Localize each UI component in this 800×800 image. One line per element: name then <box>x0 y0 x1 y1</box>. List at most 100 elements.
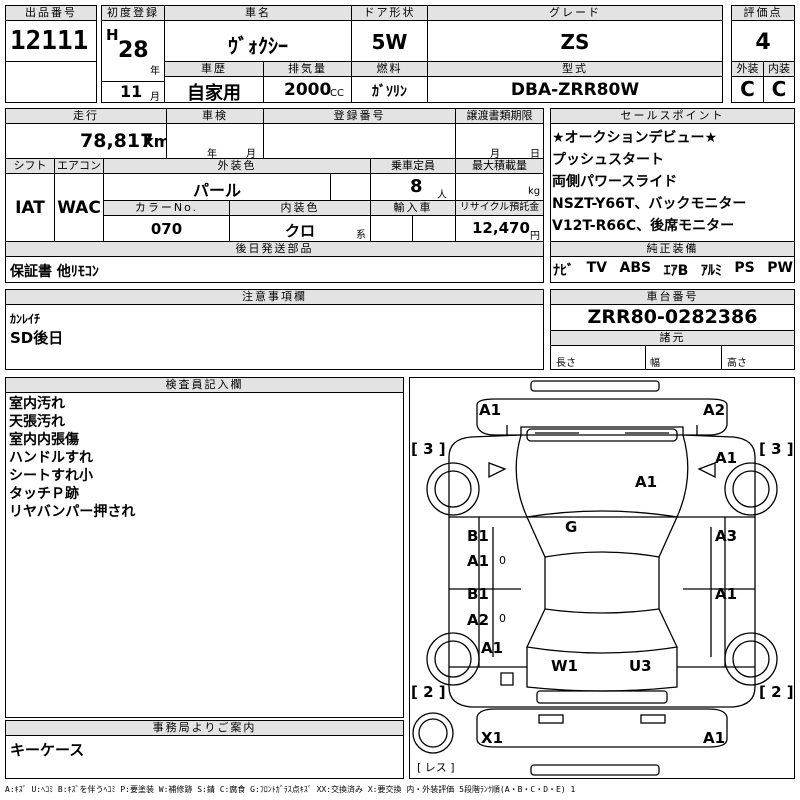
doors-cell <box>351 20 428 62</box>
exterior-label: 外装 <box>731 61 764 77</box>
lot-number-label: 出品番号 <box>5 5 97 21</box>
km-unit: km <box>143 132 171 151</box>
sales-point: V12T-R66C、後席モニター <box>552 218 735 234</box>
car-name-cell <box>164 20 352 62</box>
score-cell <box>731 20 795 62</box>
mark-glass: G <box>565 518 577 536</box>
first-reg-cell <box>101 20 165 82</box>
shift-cell <box>5 173 55 242</box>
sales-point: プッシュスタート <box>552 152 664 168</box>
later-parts-cell <box>5 256 544 283</box>
lot-number: 12111 <box>10 26 89 56</box>
office-text: キーケース <box>10 741 85 759</box>
equip-item: ｴｱB <box>663 263 689 279</box>
mark-front-door-left-2: A1 <box>467 552 489 570</box>
sales-point: NSZT-Y66T、バックモニター <box>552 196 747 212</box>
intcolor-label: 内装色 <box>229 200 371 216</box>
car-diagram: A1 A2 [ 3 ] [ 3 ] A1 A1 B1 A1 A3 G B1 A2… <box>411 380 794 776</box>
import-label: 輸入車 <box>370 200 456 216</box>
notes-line-2: SD後日 <box>10 329 64 347</box>
exterior: C <box>740 77 755 101</box>
model: DBA-ZRR80W <box>510 80 640 100</box>
mileage-label: 走行 <box>5 108 167 124</box>
displacement-cell <box>263 76 352 103</box>
mark-front-fender-right: [ 3 ] <box>759 440 794 458</box>
fuel-label: 燃料 <box>351 61 428 77</box>
dims-length: 長さ <box>556 358 576 369</box>
later-parts-label: 後日発送部品 <box>5 241 544 257</box>
score-label: 評価点 <box>731 5 795 21</box>
model-label: 型式 <box>427 61 723 77</box>
equip-list: ﾅﾋﾞ TV ABS ｴｱB ｱﾙﾐ PS PW <box>553 260 793 280</box>
mark-fender-right: A1 <box>715 449 737 467</box>
reg-year: 28 <box>118 38 149 63</box>
inspector-note: タッチＰ跡 <box>9 486 79 502</box>
color-cell-extra <box>330 173 371 201</box>
equip-item: ｱﾙﾐ <box>700 263 722 279</box>
dims-label: 諸元 <box>550 330 795 346</box>
displacement-label: 排気量 <box>263 61 352 77</box>
dims-length-cell <box>550 345 646 370</box>
inspector-list: 室内汚れ 天張汚れ 室内内張傷 ハンドルすれ シートすれ小 タッチＰ跡 リヤバン… <box>9 395 135 521</box>
mark-spare-tire: [ レス ] <box>417 761 455 774</box>
transfer-label: 譲渡書類期限 <box>455 108 544 124</box>
ac-label: エアコン <box>54 158 104 174</box>
chassis-cell <box>550 304 795 331</box>
color: パール <box>192 181 241 200</box>
regno-label: 登録番号 <box>263 108 456 124</box>
car-name-label: 車名 <box>164 5 352 21</box>
lot-number-cell <box>5 20 97 62</box>
mileage-cell <box>5 123 167 159</box>
year-unit: 年 <box>150 66 160 77</box>
mark-hood: A1 <box>635 473 657 491</box>
equip-item: ABS <box>619 260 652 276</box>
mark-front-bumper-right: A2 <box>703 401 725 419</box>
sales-point: 両側パワースライド <box>552 174 678 190</box>
mark-zero-2: 0 <box>499 612 506 625</box>
mark-front-fender-left: [ 3 ] <box>411 440 446 458</box>
mark-rear-fender-right: [ 2 ] <box>759 683 794 701</box>
inspector-cell <box>5 392 404 718</box>
intcolor: クロ <box>284 222 315 240</box>
history-label: 車歴 <box>164 61 264 77</box>
cc-unit: CC <box>330 88 344 99</box>
mark-rear-door-right: A1 <box>715 585 737 603</box>
reg-month: 11 <box>120 82 143 101</box>
doors: 5W <box>371 30 408 54</box>
displacement: 2000 <box>284 80 332 100</box>
recycle-cell <box>455 215 544 242</box>
capacity-label: 乗車定員 <box>370 158 456 174</box>
office-cell <box>5 735 404 779</box>
equip-item: PW <box>767 260 793 276</box>
notes-line-1: ｶﾝﾚｲﾁ <box>10 312 41 326</box>
mark-rear-bumper-left: X1 <box>481 729 503 747</box>
mark-front-door-right: A3 <box>715 527 737 545</box>
dims-width: 幅 <box>650 358 660 369</box>
sales-point: ★オークションデビュー★ <box>552 130 718 146</box>
mark-rear-quarter-left: A1 <box>481 639 503 657</box>
grade-label: グレード <box>427 5 723 21</box>
colorno-label: カラーNo. <box>103 200 230 216</box>
notes-label: 注意事項欄 <box>5 289 544 305</box>
model-cell <box>427 76 723 103</box>
recycle-unit: 円 <box>530 231 540 242</box>
ac: WAC <box>57 198 101 218</box>
office-label: 事務局よりご案内 <box>5 720 404 736</box>
intcolor-suffix: 系 <box>356 230 366 241</box>
sales-points-cell <box>550 123 795 242</box>
recycle: 12,470 <box>472 219 530 237</box>
grade: ZS <box>560 30 590 54</box>
equip-cell <box>550 256 795 283</box>
mark-tailgate: U3 <box>629 657 652 675</box>
transfer-month-unit: 月 <box>490 149 500 160</box>
score: 4 <box>755 30 771 55</box>
inspection-cell <box>166 123 264 159</box>
fuel-cell <box>351 76 428 103</box>
doors-label: ドア形状 <box>351 5 428 21</box>
mark-front-bumper-left: A1 <box>479 401 501 419</box>
equip-item: ﾅﾋﾞ <box>553 263 574 279</box>
color-label: 外装色 <box>103 158 371 174</box>
inspection-month-unit: 月 <box>246 149 256 160</box>
sales-points-label: セールスポイント <box>550 108 795 124</box>
inspector-note: 天張汚れ <box>9 414 65 430</box>
